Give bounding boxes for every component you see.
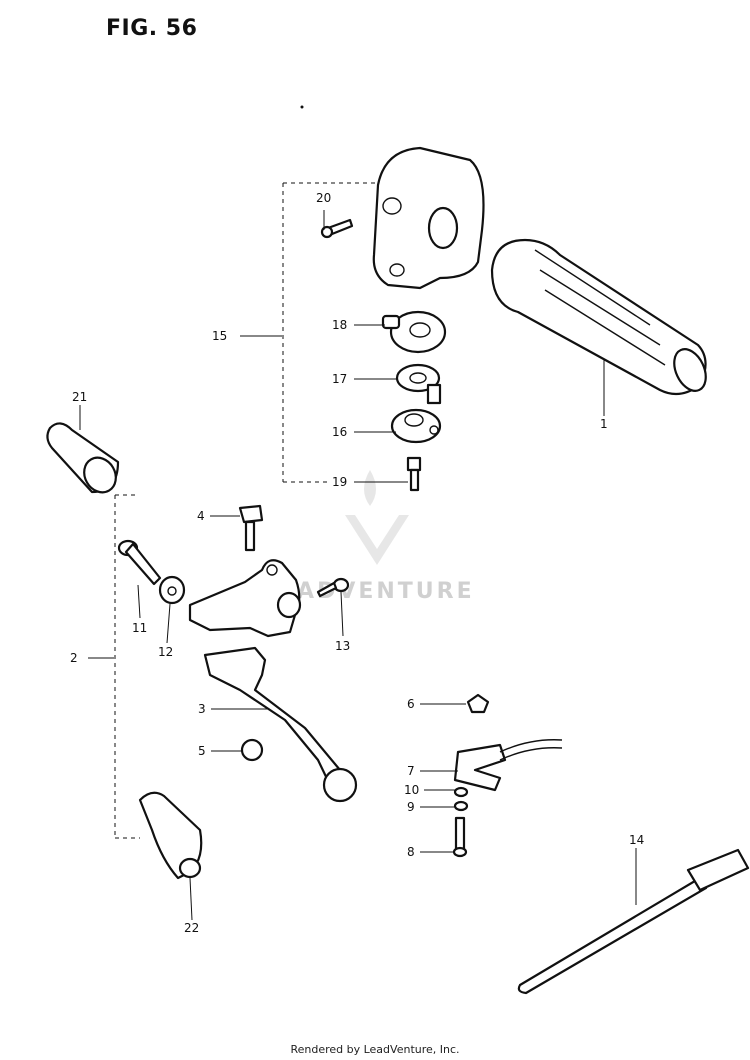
- callout-21: 21: [72, 390, 87, 404]
- screw-13: [316, 577, 350, 598]
- throttle-housing: [372, 146, 485, 290]
- bracket-2: [114, 494, 140, 839]
- footer-credit: Rendered by LeadVenture, Inc.: [290, 1043, 460, 1056]
- bolt-8: [452, 816, 468, 858]
- lever-cover-22: [138, 791, 203, 880]
- callout-13: 13: [335, 639, 350, 653]
- watermark-logo: [345, 470, 409, 565]
- washer-17: [395, 363, 442, 405]
- callout-20: 20: [316, 191, 331, 205]
- pulley-18: [381, 310, 447, 354]
- callout-22: 22: [184, 921, 199, 935]
- callout-7: 7: [407, 764, 415, 778]
- screw-19: [406, 456, 422, 492]
- leader-lines: [79, 210, 637, 921]
- figure-title: FIG. 56: [106, 16, 198, 41]
- washer-10: [453, 786, 469, 798]
- bracket-7: [453, 739, 563, 792]
- callout-1: 1: [600, 417, 608, 431]
- callout-12: 12: [158, 645, 173, 659]
- bolt-4: [238, 504, 264, 552]
- callout-14: 14: [629, 833, 644, 847]
- callout-9: 9: [407, 800, 415, 814]
- callout-3: 3: [198, 702, 206, 716]
- stray-dot: [300, 105, 304, 109]
- screw-20: [320, 218, 354, 239]
- throttle-grip: [490, 238, 707, 396]
- callout-4: 4: [197, 509, 205, 523]
- boot-21: [46, 422, 120, 494]
- callout-17: 17: [332, 372, 347, 386]
- bracket-15: [282, 182, 378, 483]
- cap-6: [466, 693, 490, 714]
- clutch-lever: [203, 646, 358, 803]
- callout-19: 19: [332, 475, 347, 489]
- holder-16: [390, 408, 442, 444]
- nut-12: [158, 575, 186, 605]
- cable-tie-14: [517, 848, 750, 995]
- callout-15: 15: [212, 329, 227, 343]
- nut-5: [240, 738, 264, 762]
- bolt-11: [117, 539, 162, 586]
- washer-9: [453, 800, 469, 812]
- callout-8: 8: [407, 845, 415, 859]
- callout-18: 18: [332, 318, 347, 332]
- callout-11: 11: [132, 621, 147, 635]
- callout-2: 2: [70, 651, 78, 665]
- callout-6: 6: [407, 697, 415, 711]
- callout-5: 5: [198, 744, 206, 758]
- lever-holder: [188, 559, 302, 638]
- callout-10: 10: [404, 783, 419, 797]
- callout-16: 16: [332, 425, 347, 439]
